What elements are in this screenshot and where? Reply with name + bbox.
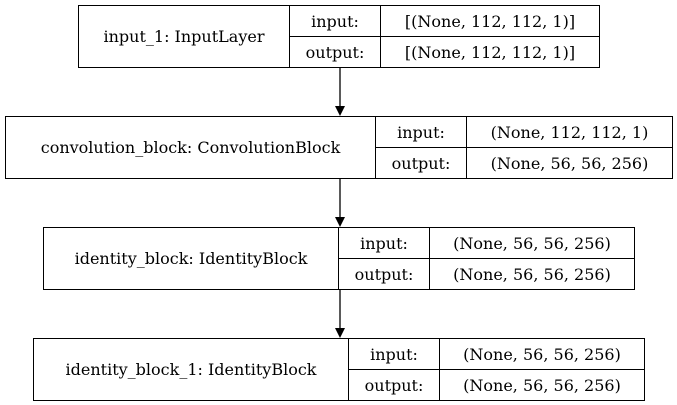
io-values: (None, 56, 56, 256) (None, 56, 56, 256) <box>440 339 644 400</box>
edge-2-to-3 <box>335 179 345 227</box>
node-name: identity_block_1: IdentityBlock <box>34 339 349 400</box>
output-shape: (None, 56, 56, 256) <box>453 264 611 284</box>
node-identity-block: identity_block: IdentityBlock input: out… <box>43 227 635 290</box>
input-shape: (None, 112, 112, 1) <box>467 117 672 148</box>
input-shape: (None, 56, 56, 256) <box>440 339 644 370</box>
input-label: input: <box>290 6 380 37</box>
output-shape: (None, 56, 56, 256) <box>490 153 649 173</box>
arrowhead-icon <box>335 217 345 227</box>
edge-3-to-4 <box>335 290 345 338</box>
io-values: (None, 56, 56, 256) (None, 56, 56, 256) <box>430 228 634 289</box>
io-values: [(None, 112, 112, 1)] [(None, 112, 112, … <box>381 6 599 67</box>
io-labels: input: output: <box>339 228 430 289</box>
node-convolution-block: convolution_block: ConvolutionBlock inpu… <box>5 116 673 179</box>
input-shape: [(None, 112, 112, 1)] <box>381 6 599 37</box>
output-shape: [(None, 112, 112, 1)] <box>404 42 576 62</box>
io-labels: input: output: <box>349 339 440 400</box>
output-label: output: <box>354 264 414 284</box>
node-name: input_1: InputLayer <box>79 6 290 67</box>
node-input-1: input_1: InputLayer input: output: [(Non… <box>78 5 600 68</box>
io-labels: input: output: <box>376 117 467 178</box>
input-shape: (None, 56, 56, 256) <box>430 228 634 259</box>
output-label: output: <box>391 153 451 173</box>
io-values: (None, 112, 112, 1) (None, 56, 56, 256) <box>467 117 672 178</box>
arrowhead-icon <box>335 328 345 338</box>
output-label: output: <box>364 375 424 395</box>
io-labels: input: output: <box>290 6 381 67</box>
node-name: convolution_block: ConvolutionBlock <box>6 117 376 178</box>
output-shape: (None, 56, 56, 256) <box>463 375 621 395</box>
input-label: input: <box>376 117 466 148</box>
node-name: identity_block: IdentityBlock <box>44 228 339 289</box>
input-label: input: <box>349 339 439 370</box>
output-label: output: <box>305 42 365 62</box>
arrowhead-icon <box>335 106 345 116</box>
edge-1-to-2 <box>335 68 345 116</box>
node-identity-block-1: identity_block_1: IdentityBlock input: o… <box>33 338 645 401</box>
input-label: input: <box>339 228 429 259</box>
